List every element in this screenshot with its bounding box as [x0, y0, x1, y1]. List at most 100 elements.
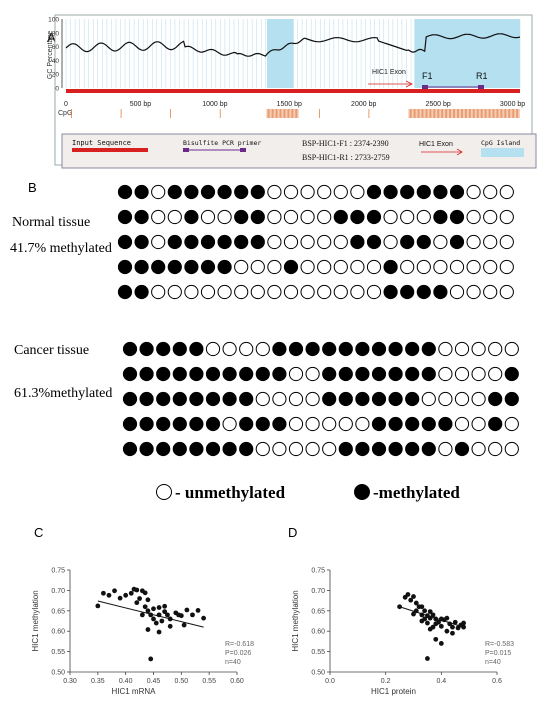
methylated-cpg — [383, 284, 398, 300]
unmethylated-cpg — [350, 184, 365, 200]
unmethylated-cpg — [288, 391, 304, 407]
data-point — [461, 620, 466, 626]
legend-bisulfite-primer: Bisulfite PCR primer — [183, 139, 261, 147]
gc-x-tick-label: 500 bp — [130, 101, 152, 108]
methylated-cpg — [172, 441, 187, 457]
unmethylated-cpg — [283, 234, 299, 250]
methylated-cpg — [338, 441, 353, 457]
gc-x-tick-label: 1500 bp — [277, 101, 302, 108]
methylated-cpg — [355, 441, 370, 457]
unmethylated-cpg — [151, 184, 166, 200]
methylation-lollipop — [117, 184, 519, 457]
panel-a-letter: A — [47, 30, 56, 45]
unmethylated-cpg — [400, 209, 415, 225]
data-point — [162, 609, 168, 615]
unmethylated-cpg — [222, 416, 237, 432]
x-tick-label: 0.60 — [230, 678, 244, 685]
methylated-cpg — [184, 234, 199, 250]
unmethylated-cpg — [488, 341, 503, 357]
unmethylated-cpg — [317, 209, 332, 225]
methylated-cpg — [366, 234, 382, 250]
methylated-cpg — [205, 441, 221, 457]
data-point — [156, 629, 162, 635]
methylated-cpg — [156, 441, 171, 457]
unmethylated-cpg — [267, 259, 282, 275]
methylated-cpg — [172, 416, 187, 432]
unmethylated-cpg — [454, 416, 470, 432]
data-point — [156, 605, 162, 610]
gc-y-tick-label: 80 — [52, 30, 60, 37]
unmethylated-cpg — [471, 341, 486, 357]
panel-c-letter: C — [34, 525, 44, 540]
legend-exon: HIC1 Exon — [419, 141, 453, 148]
unmethylated-cpg — [217, 284, 232, 300]
unmethylated-cpg — [300, 184, 315, 200]
x-tick-label: 0.35 — [91, 678, 105, 685]
methylated-cpg — [205, 416, 221, 432]
gc-y-tick-label: 20 — [52, 72, 60, 79]
unmethylated-cpg — [466, 259, 481, 275]
methylated-cpg — [134, 184, 149, 200]
hic1-exon-label: HIC1 Exon — [372, 69, 406, 76]
methylated-cpg — [139, 391, 154, 407]
unmethylated-cpg — [317, 184, 332, 200]
unmethylated-cpg — [488, 441, 503, 457]
data-point — [153, 620, 159, 626]
cancer-tissue-label: Cancer tissue — [14, 343, 90, 358]
methylated-cpg — [433, 209, 448, 225]
data-point — [405, 592, 411, 597]
unmethylated-cpg — [483, 184, 498, 200]
methylated-cpg — [217, 259, 232, 275]
data-point — [112, 588, 117, 594]
methylated-cpg — [371, 441, 387, 457]
gc-x-tick-label: 0 — [64, 101, 68, 108]
primer-r1-mark — [478, 85, 484, 89]
unmethylated-cpg — [483, 259, 498, 275]
methylated-cpg — [122, 391, 138, 407]
methylated-cpg — [234, 184, 249, 200]
unmethylated-cpg — [466, 184, 481, 200]
data-point — [419, 604, 425, 610]
unmethylated-cpg — [350, 284, 365, 300]
data-point — [137, 596, 142, 601]
stat-label: P=0.015 — [485, 650, 511, 657]
unmethylated-cpg — [483, 234, 498, 250]
data-point — [427, 626, 433, 632]
unmethylated-cpg — [350, 259, 365, 275]
data-point — [444, 615, 450, 621]
methylated-cpg — [122, 441, 138, 457]
unmethylated-cpg — [283, 184, 299, 200]
gc-y-tick-label: 0 — [55, 86, 59, 93]
methylated-cpg — [250, 234, 265, 250]
y-tick-label: 0.60 — [51, 629, 65, 636]
methylated-cpg — [283, 259, 299, 275]
hic1-exon-arrowhead — [405, 80, 413, 88]
unmethylated-cpg — [438, 441, 453, 457]
methylated-cpg — [117, 234, 133, 250]
methylated-cpg — [421, 416, 436, 432]
methylated-cpg — [338, 366, 353, 382]
data-point — [425, 656, 430, 661]
legend-input-bar — [72, 148, 148, 152]
methylated-cpg — [338, 391, 353, 407]
methylated-cpg — [433, 284, 448, 300]
methylated-cpg — [189, 341, 204, 357]
methylated-cpg — [239, 366, 254, 382]
legend-unmethylated-text: - unmethylated — [175, 483, 286, 502]
methylated-cpg — [504, 366, 519, 382]
methylated-cpg — [383, 259, 398, 275]
data-point — [181, 622, 187, 628]
methylated-cpg — [250, 209, 265, 225]
methylated-cpg — [388, 391, 403, 407]
unmethylated-cpg — [488, 366, 503, 382]
methylated-cpg — [433, 184, 448, 200]
legend-primer-r-coords: BSP-HIC1-R1 : 2733-2759 — [302, 153, 390, 162]
data-point — [438, 641, 444, 646]
unmethylated-cpg — [333, 184, 348, 200]
unmethylated-cpg — [483, 284, 498, 300]
unmethylated-cpg — [151, 284, 166, 300]
data-point — [142, 590, 148, 596]
unmethylated-cpg — [255, 391, 270, 407]
unmethylated-cpg — [151, 209, 166, 225]
stat-label: n=40 — [485, 659, 501, 666]
